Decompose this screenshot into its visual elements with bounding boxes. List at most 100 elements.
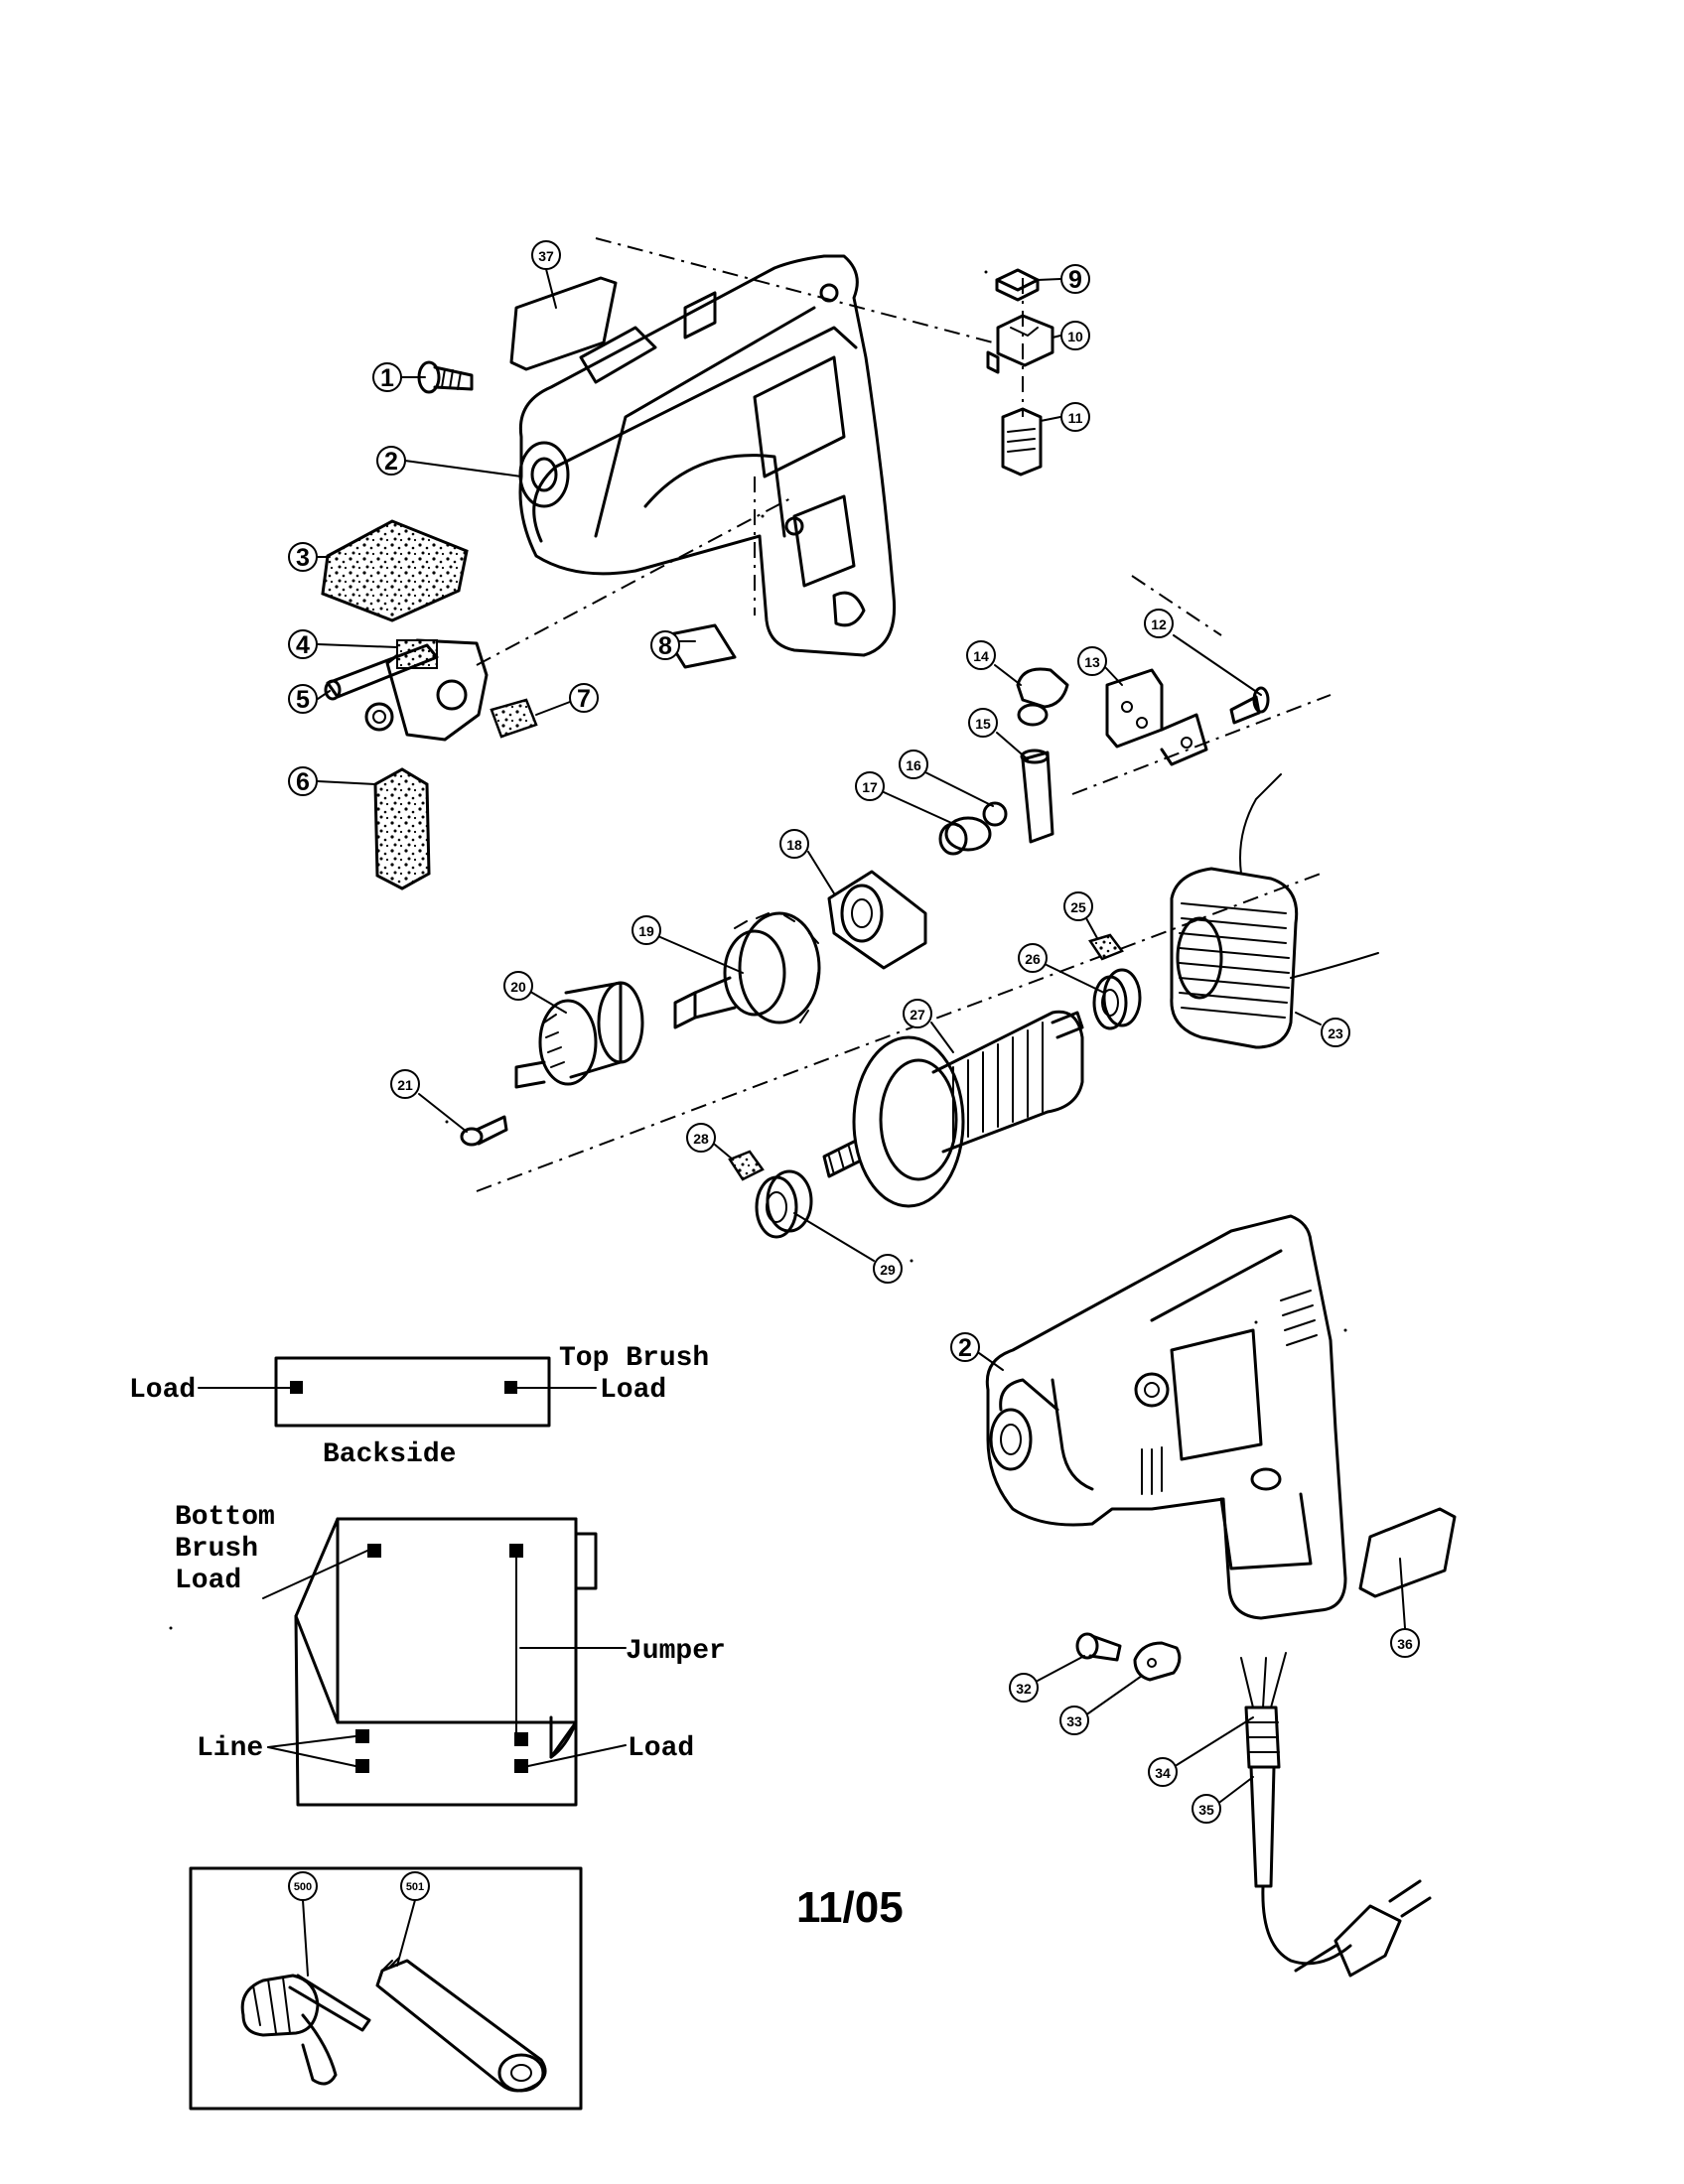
part-19-gear (673, 911, 821, 1029)
callout-18: 18 (779, 829, 809, 859)
callout-26: 26 (1018, 943, 1048, 973)
part-32-screw (1075, 1632, 1122, 1662)
backside-switch-body (274, 1356, 551, 1428)
svg-text:25: 25 (1070, 899, 1086, 915)
svg-text:34: 34 (1155, 1765, 1171, 1781)
callout-32: 32 (1009, 1673, 1039, 1703)
callout-25: 25 (1063, 891, 1093, 921)
svg-text:5: 5 (296, 686, 310, 714)
backside-terminal-right (504, 1381, 517, 1394)
label-bottom: Bottom (175, 1502, 275, 1533)
part-20-chuck (514, 981, 644, 1089)
part-37-nameplate (509, 276, 618, 371)
svg-text:4: 4 (296, 631, 310, 659)
assembled-drill-housing (985, 1214, 1347, 1620)
svg-text:3: 3 (296, 544, 310, 572)
svg-text:29: 29 (880, 1262, 896, 1278)
part-33-clamp (1133, 1641, 1182, 1682)
label-line: Line (197, 1733, 263, 1764)
callout-21: 21 (390, 1069, 420, 1099)
accessory-inset-box (189, 1866, 583, 2111)
svg-text:21: 21 (397, 1077, 413, 1093)
svg-text:2: 2 (958, 1334, 972, 1362)
callout-9: 9 (1060, 264, 1090, 294)
part-21-screw (460, 1115, 508, 1147)
label-load-right: Load (628, 1733, 694, 1764)
part-13-bracket (1105, 668, 1208, 766)
callout-3: 3 (288, 542, 318, 572)
callout-11: 11 (1060, 402, 1090, 432)
callout-5: 5 (288, 684, 318, 714)
part-34-35-cord (1240, 1652, 1432, 1978)
part-28-washer (728, 1150, 765, 1181)
callout-7: 7 (569, 683, 599, 713)
scan-specks (169, 270, 1347, 1630)
svg-text:1: 1 (380, 364, 394, 392)
callout-10: 10 (1060, 321, 1090, 350)
switch-front-diagram: Bottom Brush Load Jumper Line Load (175, 1502, 726, 1807)
callout-34: 34 (1148, 1757, 1178, 1787)
part-6-foam-block (373, 767, 431, 890)
svg-text:6: 6 (296, 768, 310, 796)
part-15-pin (1020, 749, 1054, 844)
callout-500: 500 (288, 1871, 318, 1901)
callout-35: 35 (1192, 1794, 1221, 1824)
part-16-ball (982, 801, 1008, 827)
callout-8: 8 (650, 630, 680, 660)
callout-27: 27 (903, 999, 932, 1028)
part-23-field-coil (1170, 773, 1379, 1049)
part-2-housing-half (518, 254, 897, 657)
callout-4: 4 (288, 629, 318, 659)
callout-13: 13 (1077, 646, 1107, 676)
label-jumper: Jumper (626, 1636, 726, 1667)
svg-text:33: 33 (1066, 1713, 1082, 1729)
part-17-bearing (938, 816, 992, 856)
svg-text:7: 7 (577, 685, 591, 713)
svg-text:32: 32 (1016, 1681, 1032, 1697)
svg-text:17: 17 (862, 779, 878, 795)
svg-text:26: 26 (1025, 951, 1041, 967)
svg-text:37: 37 (538, 248, 554, 264)
part-10-brush-holder (986, 314, 1054, 374)
part-14-cam (1016, 667, 1069, 727)
svg-text:19: 19 (638, 923, 654, 939)
label-backside: Backside (323, 1439, 456, 1470)
part-26-bearing (1092, 968, 1142, 1030)
svg-text:35: 35 (1198, 1802, 1214, 1818)
callout-29: 29 (873, 1254, 903, 1284)
part-5-trigger-rod (324, 643, 439, 701)
callout-16: 16 (899, 750, 928, 779)
callout-6: 6 (288, 766, 318, 796)
assembly-centerlines (476, 237, 1332, 1192)
leader-lines (302, 268, 1406, 1977)
callout-1: 1 (372, 362, 402, 392)
svg-text:500: 500 (294, 1881, 312, 1893)
callout-12: 12 (1144, 609, 1174, 638)
svg-text:2: 2 (384, 448, 398, 476)
callout-14: 14 (966, 640, 996, 670)
part-4-switch (364, 638, 489, 742)
svg-text:28: 28 (693, 1131, 709, 1147)
part-3-foam-pad (321, 519, 469, 622)
callout-2-assembled: 2 (950, 1332, 980, 1362)
part-12-screw (1229, 686, 1270, 725)
svg-text:12: 12 (1151, 616, 1167, 632)
part-36-nameplate (1358, 1507, 1457, 1598)
svg-text:16: 16 (906, 757, 921, 773)
date-code: 11/05 (796, 1883, 904, 1932)
part-1-screw (417, 360, 474, 394)
callout-23: 23 (1321, 1018, 1350, 1047)
svg-text:27: 27 (910, 1007, 925, 1023)
svg-text:10: 10 (1067, 329, 1083, 344)
callout-15: 15 (968, 708, 998, 738)
backside-terminal-left (290, 1381, 303, 1394)
svg-text:501: 501 (406, 1881, 424, 1893)
label-bottom-load: Load (175, 1566, 241, 1596)
svg-text:13: 13 (1084, 654, 1100, 670)
callout-37: 37 (531, 240, 561, 270)
svg-text:36: 36 (1397, 1636, 1413, 1652)
svg-text:14: 14 (973, 648, 989, 664)
svg-text:23: 23 (1328, 1025, 1343, 1041)
switch-backside-diagram: Load Top Brush Load Backside (129, 1343, 709, 1470)
